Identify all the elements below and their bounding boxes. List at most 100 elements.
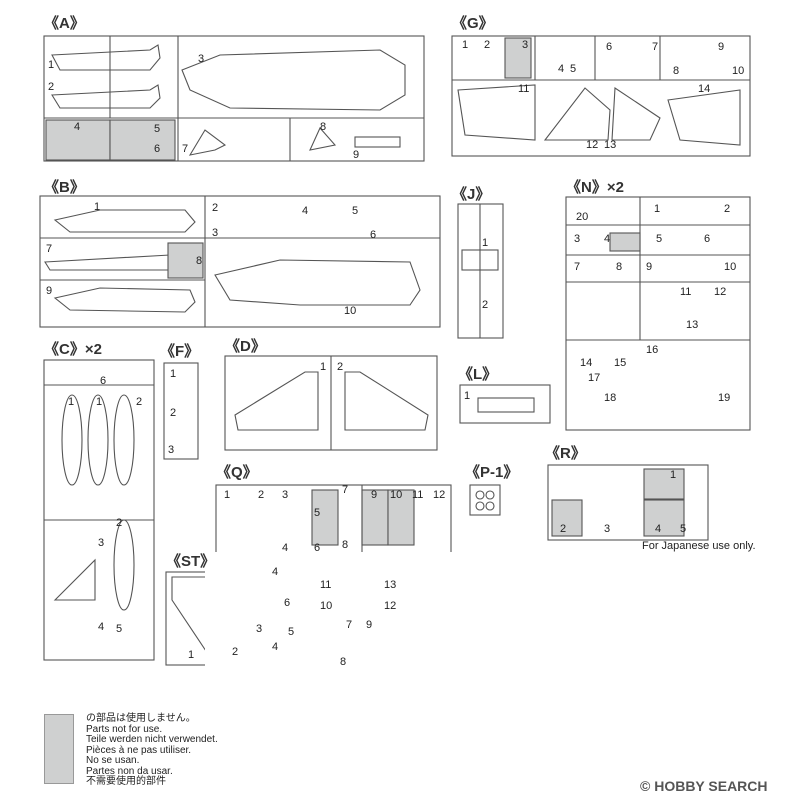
part-number: 13: [384, 579, 397, 591]
part-number: 9: [371, 489, 378, 501]
part-number: 3: [98, 537, 105, 549]
part-number: 1: [48, 59, 55, 71]
part-number: 8: [673, 65, 680, 77]
part-number: 8: [616, 261, 623, 273]
part-number: 4: [302, 205, 309, 217]
japanese-use-note: For Japanese use only.: [642, 540, 756, 552]
part-number: 13: [604, 139, 617, 151]
legend-line: の部品は使用しません。: [86, 713, 196, 724]
part-number: 3: [212, 227, 219, 239]
part-number: 1: [462, 39, 469, 51]
part-number: 12: [433, 489, 446, 501]
part-number: 7: [342, 484, 349, 496]
part-number: 1: [170, 368, 177, 380]
part-number: 4: [272, 566, 279, 578]
part-number: 9: [366, 619, 373, 631]
sprue-label-L: 《L》: [458, 366, 498, 383]
part-number: 14: [580, 357, 593, 369]
part-number: 9: [646, 261, 653, 273]
sprue-label-A: 《A》: [44, 15, 85, 32]
part-number: 2: [136, 396, 143, 408]
part-number: 7: [574, 261, 581, 273]
part-number: 6: [154, 143, 161, 155]
part-number: 8: [342, 539, 349, 551]
sprue-label-C: 《C》×2: [44, 341, 102, 358]
part-number: 8: [340, 656, 347, 668]
part-number: 13: [686, 319, 699, 331]
part-number: 18: [604, 392, 617, 404]
part-number: 5: [314, 507, 321, 519]
part-number: 1: [320, 361, 327, 373]
part-number: 5: [352, 205, 359, 217]
part-number: 2: [258, 489, 265, 501]
watermark: © HOBBY SEARCH: [640, 778, 768, 794]
part-number: 14: [698, 83, 711, 95]
legend-line: No se usan.: [86, 755, 140, 766]
part-number: 10: [390, 489, 403, 501]
part-number: 1: [654, 203, 661, 215]
part-number: 10: [724, 261, 737, 273]
part-number: 7: [46, 243, 53, 255]
part-number: 10: [320, 600, 333, 612]
part-number: 6: [606, 41, 613, 53]
legend-line: Pièces à ne pas utiliser.: [86, 744, 192, 756]
part-number: 2: [212, 202, 219, 214]
part-number: 9: [718, 41, 725, 53]
part-number: 15: [614, 357, 627, 369]
part-number: 6: [100, 375, 107, 387]
part-number: 2: [48, 81, 55, 93]
part-number: 3: [168, 444, 175, 456]
part-number: 8: [196, 255, 203, 267]
legend-line: Partes non da usar.: [86, 765, 173, 777]
part-number: 5: [116, 623, 123, 635]
sprue-label-R: 《R》: [545, 445, 586, 462]
part-number: 2: [482, 299, 489, 311]
part-number: 2: [337, 361, 344, 373]
part-number: 12: [714, 286, 727, 298]
part-number: 3: [282, 489, 289, 501]
part-number: 12: [384, 600, 397, 612]
sprue-label-D: 《D》: [225, 338, 266, 355]
part-number: 5: [656, 233, 663, 245]
part-number: 11: [412, 489, 424, 501]
part-number: 1: [188, 649, 195, 661]
sprue-label-J: 《J》: [452, 186, 491, 203]
part-number: 5: [680, 523, 687, 535]
part-number: 4: [282, 542, 289, 554]
legend-line: Teile werden nicht verwendet.: [86, 734, 218, 745]
part-number: 3: [574, 233, 581, 245]
part-number: 5: [570, 63, 577, 75]
sprue-label-Q: 《Q》: [216, 464, 258, 481]
part-number: 11: [320, 579, 332, 591]
part-number: 6: [370, 229, 377, 241]
part-number: 8: [320, 121, 327, 133]
part-number: 3: [604, 523, 611, 535]
part-number: 7: [652, 41, 659, 53]
part-number: 3: [198, 53, 205, 65]
legend-line: Parts not for use.: [86, 723, 163, 735]
part-number: 1: [68, 396, 75, 408]
part-number: 12: [586, 139, 599, 151]
part-number: 1: [670, 469, 677, 481]
part-number: 2: [232, 646, 239, 658]
part-number: 10: [344, 305, 357, 317]
part-number: 1: [464, 390, 471, 402]
part-number: 3: [522, 39, 529, 51]
part-number: 10: [732, 65, 745, 77]
sprue-label-F: 《F》: [160, 343, 200, 360]
sprue-label-B: 《B》: [44, 179, 85, 196]
part-number: 19: [718, 392, 731, 404]
part-number: 4: [655, 523, 662, 535]
part-number: 6: [704, 233, 711, 245]
part-number: 7: [346, 619, 353, 631]
part-number: 4: [272, 641, 279, 653]
part-number: 1: [96, 396, 103, 408]
part-number: 5: [154, 123, 161, 135]
part-number: 5: [288, 626, 295, 638]
part-number: 4: [558, 63, 565, 75]
part-number: 2: [724, 203, 731, 215]
part-number: 4: [604, 233, 611, 245]
part-number: 20: [576, 211, 589, 223]
